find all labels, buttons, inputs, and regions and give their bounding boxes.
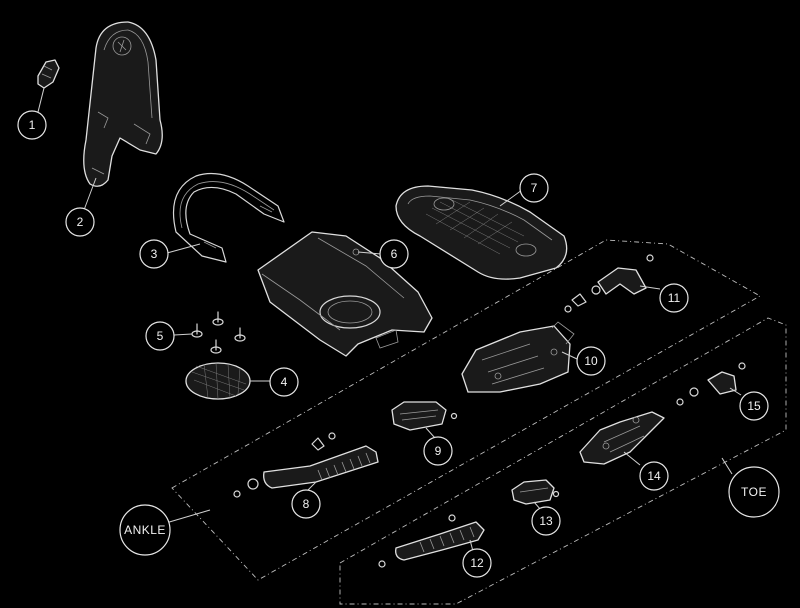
svg-text:1: 1 — [29, 118, 36, 132]
toe-group-outline — [339, 317, 787, 605]
part-9-ratchet — [391, 401, 458, 431]
svg-text:6: 6 — [391, 247, 398, 261]
svg-text:12: 12 — [470, 556, 484, 570]
svg-text:3: 3 — [151, 247, 158, 261]
callout-15: 15 — [739, 391, 769, 421]
ankle-group-outline — [171, 239, 761, 581]
callout-2: 2 — [65, 207, 95, 237]
svg-text:10: 10 — [584, 354, 598, 368]
part-10-ankle-buckle — [461, 321, 575, 393]
svg-text:9: 9 — [435, 444, 442, 458]
callout-3: 3 — [139, 239, 169, 269]
part-12-toe-ladder — [378, 514, 485, 568]
part-15-hardware — [676, 362, 746, 406]
svg-text:2: 2 — [77, 215, 84, 229]
part-2-highback — [83, 21, 163, 187]
callout-13: 13 — [531, 506, 561, 536]
svg-text:11: 11 — [668, 291, 681, 305]
svg-text:14: 14 — [647, 469, 661, 483]
part-13-ratchet — [511, 479, 560, 505]
svg-text:15: 15 — [747, 399, 761, 413]
part-1-clip — [37, 59, 60, 89]
callout-11: 11 — [659, 283, 689, 313]
callout-8: 8 — [291, 489, 321, 519]
callout-5: 5 — [145, 321, 175, 351]
part-11-hardware — [564, 254, 654, 313]
callout-12: 12 — [462, 548, 492, 578]
svg-text:5: 5 — [157, 329, 164, 343]
svg-text:ANKLE: ANKLE — [124, 523, 166, 537]
callout-6: 6 — [379, 239, 409, 269]
callout-4: 4 — [269, 367, 299, 397]
part-4-disc — [185, 362, 251, 400]
callout-7: 7 — [519, 173, 549, 203]
part-5-screws — [191, 311, 246, 354]
callout-9: 9 — [423, 436, 453, 466]
callout-10: 10 — [576, 346, 606, 376]
group-label-ankle: ANKLE — [119, 504, 171, 556]
part-8-ankle-ladder — [233, 432, 379, 498]
svg-text:8: 8 — [303, 497, 310, 511]
svg-text:TOE: TOE — [741, 485, 767, 499]
svg-text:13: 13 — [539, 514, 553, 528]
svg-text:4: 4 — [281, 375, 288, 389]
callout-1: 1 — [17, 110, 47, 140]
svg-text:7: 7 — [531, 181, 538, 195]
group-label-toe: TOE — [728, 466, 780, 518]
part-14-toe-buckle — [579, 411, 665, 465]
part-3-heel-loop — [172, 173, 285, 263]
part-7-footbed — [395, 185, 568, 280]
callout-14: 14 — [639, 461, 669, 491]
